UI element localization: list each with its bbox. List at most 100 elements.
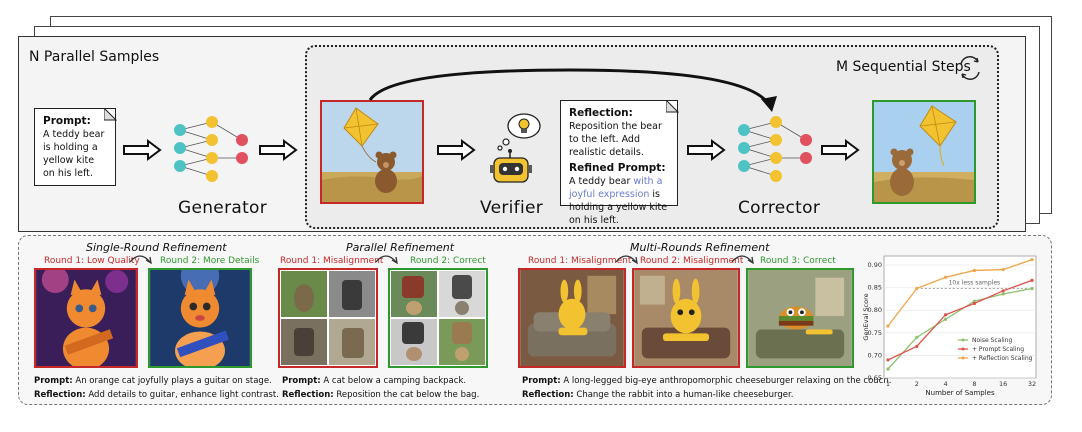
single-round1-image: [34, 268, 138, 368]
single-round-title: Single-Round Refinement: [86, 241, 227, 254]
multi-reflection-label: Reflection:: [522, 390, 574, 400]
chart-legend-label: + Reflection Scaling: [972, 355, 1033, 362]
reflection-label: Reflection:: [569, 107, 633, 119]
prompt-text: A teddy bear is holding a yellow kite on…: [43, 129, 105, 179]
chart-point: [972, 268, 976, 273]
chart-legend-label: + Prompt Scaling: [972, 346, 1024, 353]
chart-point: [915, 344, 919, 348]
arrow-image-to-verifier: [437, 139, 476, 161]
single-prompt-text: An orange cat joyfully plays a guitar on…: [75, 376, 272, 386]
multi-round3-image: [746, 268, 854, 368]
prompt-label: Prompt:: [43, 115, 91, 127]
chart-point: [944, 313, 948, 317]
chart-y-tick-label: 0.85: [868, 284, 882, 292]
parallel-reflection-caption: Reflection: Reposition the cat below the…: [282, 390, 479, 400]
chart-x-tick-label: 2: [915, 380, 919, 388]
multi-rounds-title: Multi-Rounds Refinement: [630, 241, 770, 254]
chart-x-tick-label: 32: [1028, 380, 1036, 388]
prompt-document: Prompt: A teddy bear is holding a yellow…: [34, 108, 116, 186]
parallel-round2-grid: [388, 268, 488, 368]
chart-y-tick-label: 0.70: [868, 351, 882, 359]
chart-point: [1001, 267, 1005, 272]
parallel-prompt-text: A cat below a camping backpack.: [323, 376, 467, 386]
chart-x-tick-label: 16: [999, 380, 1007, 388]
chart-y-tick-label: 0.80: [868, 306, 882, 314]
arrow-reflection-to-corrector: [687, 139, 726, 161]
arrow-generator-to-image: [259, 139, 298, 161]
chart-x-tick-label: 1: [886, 380, 890, 388]
multi-prompt-text: A long-legged big-eye anthropomorphic ch…: [563, 376, 892, 386]
chart-legend-label: Noise Scaling: [972, 337, 1012, 344]
multi-reflection-text: Change the rabbit into a human-like chee…: [576, 390, 794, 400]
chart-x-tick-label: 8: [972, 380, 976, 388]
chart-point: [915, 286, 919, 291]
multi-round1-label: Round 1: Misalignment: [528, 256, 632, 266]
multi-arrow-2: [731, 255, 754, 265]
feedback-arc-arrow: [368, 68, 777, 112]
chart-point: [886, 367, 890, 371]
single-round2-image: [148, 268, 252, 368]
multi-prompt-label: Prompt:: [522, 376, 561, 386]
arrow-prompt-to-generator: [123, 139, 162, 161]
chart-series-line-1: [887, 279, 1033, 361]
chart-point: [1001, 289, 1005, 293]
chart-point: [886, 324, 890, 328]
generator-label: Generator: [178, 198, 268, 218]
parallel-round1-label: Round 1: Misalignment: [280, 256, 384, 266]
single-prompt-label: Prompt:: [34, 376, 73, 386]
chart-point: [944, 317, 948, 321]
single-round2-label: Round 2: More Details: [160, 256, 260, 266]
corrector-network-icon: [738, 116, 812, 182]
parallel-round1-thumbnails: [281, 271, 375, 365]
reflection-text: Reposition the bear to the left. Add rea…: [569, 121, 662, 158]
single-round1-label: Round 1: Low Quality: [44, 256, 140, 266]
single-reflection-caption: Reflection: Add details to guitar, enhan…: [34, 390, 279, 400]
verifier-label: Verifier: [480, 198, 544, 218]
multi-round3-label: Round 3: Correct: [760, 256, 836, 266]
refined-prompt-label: Refined Prompt:: [569, 162, 666, 174]
chart-point: [1030, 278, 1034, 282]
multi-round1-image: [518, 268, 626, 368]
parallel-round1-grid: [278, 268, 378, 368]
chart-point: [915, 335, 919, 339]
parallel-prompt-caption: Prompt: A cat below a camping backpack.: [282, 376, 466, 386]
corrector-label: Corrector: [738, 198, 821, 218]
parallel-arrow: [375, 255, 398, 265]
parallel-reflection-label: Reflection:: [282, 390, 334, 400]
multi-prompt-caption: Prompt: A long-legged big-eye anthropomo…: [522, 376, 891, 386]
parallel-round2-label: Round 2: Correct: [410, 256, 486, 266]
parallel-reflection-text: Reposition the cat below the bag.: [336, 390, 480, 400]
chart-y-axis-label: GenEval Score: [862, 293, 870, 340]
sequential-title: M Sequential Steps: [836, 59, 971, 75]
chart-x-tick-label: 4: [944, 380, 948, 388]
chart-series-line-2: [887, 259, 1033, 327]
chart-point: [886, 358, 890, 362]
arrow-corrector-to-image: [821, 139, 860, 161]
chart-legend-marker: [961, 338, 965, 342]
refined-prompt-text: A teddy bear with a joyful expression is…: [569, 175, 669, 227]
single-reflection-label: Reflection:: [34, 390, 86, 400]
chart-x-axis-label: Number of Samples: [925, 389, 995, 397]
doc-corner-fold: [104, 108, 117, 121]
parallel-prompt-label: Prompt:: [282, 376, 321, 386]
chart-point: [1030, 258, 1034, 262]
chart-y-tick-label: 0.90: [868, 261, 882, 269]
doc-corner-fold-2: [666, 100, 679, 113]
panel-title: N Parallel Samples: [29, 49, 160, 65]
generated-image-teddy-kite: [320, 100, 424, 204]
chart-legend-marker: [961, 347, 965, 351]
generator-network-icon: [174, 116, 248, 182]
chart-point: [1001, 292, 1005, 296]
refined-text-a: A teddy bear: [569, 176, 634, 187]
reflection-document: Reflection: Reposition the bear to the l…: [560, 100, 678, 226]
chart-point: [972, 301, 976, 306]
multi-reflection-caption: Reflection: Change the rabbit into a hum…: [522, 390, 793, 400]
multi-arrow-1: [615, 255, 638, 265]
refined-text-highlight: with a joyful expression: [569, 176, 663, 200]
refined-text-b: is holding a yellow kite on his left.: [569, 189, 668, 226]
chart-y-tick-label: 0.75: [868, 329, 882, 337]
chart-legend-marker: [961, 356, 965, 360]
parallel-round2-thumbnails: [391, 271, 485, 365]
chart-annotation-text: 10x less samples: [949, 280, 1001, 287]
